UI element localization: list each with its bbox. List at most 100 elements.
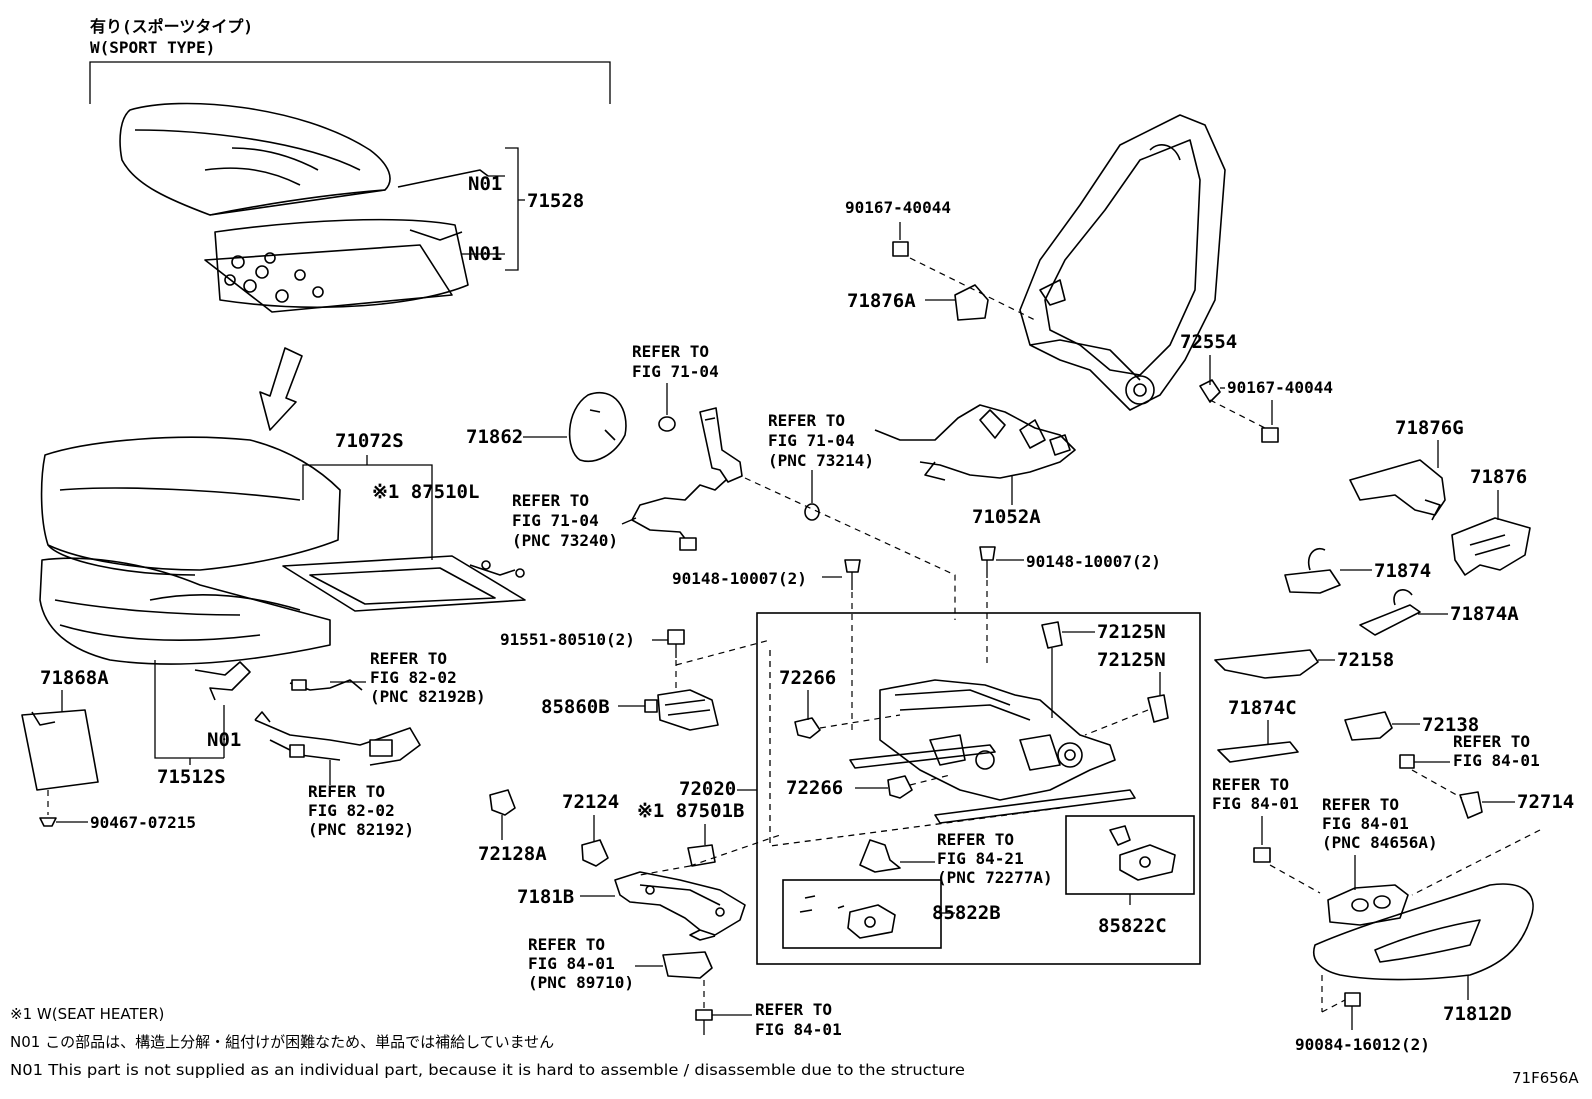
ref-bottom-line2: FIG 84-01 bbox=[755, 1020, 842, 1039]
part-71874c-drawing bbox=[1217, 741, 1299, 763]
part-89710-drawing bbox=[662, 951, 713, 979]
part-71874a-drawing bbox=[1359, 589, 1421, 636]
ref-82192b-line3: (PNC 82192B) bbox=[370, 687, 486, 706]
label-7181b: 7181B bbox=[517, 886, 574, 908]
buckle-wire-drawing bbox=[631, 479, 727, 546]
label-71876a: 71876A bbox=[847, 290, 916, 312]
ref-8401-b-line1: REFER TO bbox=[1212, 775, 1289, 794]
bolt-8401-b-drawing bbox=[1253, 847, 1271, 863]
label-72020: 72020 bbox=[679, 778, 736, 800]
bolt-90167-b-drawing bbox=[1261, 427, 1279, 443]
ref-89710-line2: FIG 84-01 bbox=[528, 954, 615, 973]
label-71512s: 71512S bbox=[157, 766, 226, 788]
part-71812d-drawing bbox=[1313, 883, 1534, 981]
label-90467: 90467-07215 bbox=[90, 813, 196, 832]
part-7181b-drawing bbox=[614, 871, 746, 941]
ref-73240-line2: FIG 71-04 bbox=[512, 511, 599, 530]
harness-82192-drawing bbox=[254, 711, 421, 766]
ref-73240-line3: (PNC 73240) bbox=[512, 531, 618, 550]
label-90167-b: 90167-40044 bbox=[1227, 378, 1333, 397]
label-71812d: 71812D bbox=[1443, 1003, 1512, 1025]
bracket-71512s bbox=[154, 660, 224, 759]
part-85860b-drawing bbox=[644, 689, 719, 731]
part-71876-drawing bbox=[1451, 517, 1531, 576]
part-72125n-b-drawing bbox=[1147, 694, 1169, 723]
sport-type-bracket bbox=[89, 61, 611, 104]
label-85822c: 85822C bbox=[1098, 915, 1167, 937]
label-85860b: 85860B bbox=[541, 696, 610, 718]
figure-id: 71F656A bbox=[1512, 1069, 1579, 1087]
label-87501b: ※1 87501B bbox=[637, 800, 744, 822]
seat-adjuster-drawing bbox=[849, 679, 1136, 824]
motor-85822b-drawing bbox=[799, 895, 896, 939]
label-72138: 72138 bbox=[1422, 714, 1479, 736]
ref-72277a-line1: REFER TO bbox=[937, 830, 1014, 849]
ref-73214-line1: REFER TO bbox=[768, 411, 845, 430]
bracket-72277a-drawing bbox=[859, 839, 901, 873]
part-72124-drawing bbox=[581, 839, 609, 867]
label-72714: 72714 bbox=[1517, 791, 1574, 813]
note-n01-jp: N01 この部品は、構造上分解・組付けが困難なため、単品では補給していません bbox=[10, 1033, 554, 1051]
label-72266-b: 72266 bbox=[786, 777, 843, 799]
box-85822b bbox=[782, 879, 942, 949]
ref-82192-line3: (PNC 82192) bbox=[308, 820, 414, 839]
label-72125n-a: 72125N bbox=[1097, 621, 1166, 643]
header-jp: 有り(スポーツタイプ) bbox=[90, 17, 253, 36]
bolt-90148-b-drawing bbox=[979, 546, 996, 561]
adjuster-box bbox=[756, 612, 1201, 965]
label-n01-c: N01 bbox=[207, 729, 241, 751]
note-seat-heater: ※1 W(SEAT HEATER) bbox=[10, 1005, 164, 1023]
part-71868a-drawing bbox=[21, 709, 99, 791]
part-87501b-drawing bbox=[687, 844, 716, 867]
label-n01-a: N01 bbox=[468, 173, 502, 195]
part-72158-drawing bbox=[1214, 649, 1319, 679]
switch-84656a-drawing bbox=[1327, 884, 1409, 926]
part-72266-a-drawing bbox=[794, 717, 821, 739]
ref-73214-line2: FIG 71-04 bbox=[768, 431, 855, 450]
part-71874-drawing bbox=[1284, 548, 1341, 594]
bracket-71528 bbox=[505, 147, 519, 271]
label-71874: 71874 bbox=[1374, 560, 1431, 582]
bolt-90084-drawing bbox=[1344, 992, 1361, 1007]
part-71876a-drawing bbox=[954, 284, 989, 321]
ref-89710-line3: (PNC 89710) bbox=[528, 973, 634, 992]
label-87510l: ※1 87510L bbox=[372, 481, 479, 503]
part-72138-drawing bbox=[1344, 711, 1393, 741]
part-72714-drawing bbox=[1459, 791, 1483, 819]
label-71874c: 71874C bbox=[1228, 697, 1297, 719]
label-90148-a: 90148-10007(2) bbox=[672, 569, 807, 588]
ref-82192-line1: REFER TO bbox=[308, 782, 385, 801]
header-en: W(SPORT TYPE) bbox=[90, 38, 215, 57]
bolt-90167-a-drawing bbox=[892, 241, 909, 257]
part-72128a-drawing bbox=[489, 789, 516, 816]
ref-84656a-line2: FIG 84-01 bbox=[1322, 814, 1409, 833]
ref-7104-line2: FIG 71-04 bbox=[632, 362, 719, 381]
motor-85822c-drawing bbox=[1109, 825, 1176, 881]
ref-72277a-line2: FIG 84-21 bbox=[937, 849, 1024, 868]
label-71868a: 71868A bbox=[40, 667, 109, 689]
label-72128a: 72128A bbox=[478, 843, 547, 865]
ref-73240-line1: REFER TO bbox=[512, 491, 589, 510]
seatback-frame-drawing bbox=[1019, 114, 1226, 411]
label-90084: 90084-16012(2) bbox=[1295, 1035, 1430, 1054]
seat-cushion-drawing bbox=[39, 436, 341, 665]
ref-8401-b-line2: FIG 84-01 bbox=[1212, 794, 1299, 813]
ref-89710-line1: REFER TO bbox=[528, 935, 605, 954]
part-71052a-drawing bbox=[874, 404, 1076, 481]
clip-90467-drawing bbox=[39, 817, 57, 827]
ref-bottom-line1: REFER TO bbox=[755, 1000, 832, 1019]
label-72266-a: 72266 bbox=[779, 667, 836, 689]
seat-heater-drawing bbox=[282, 555, 526, 612]
ref-8401-a-line1: REFER TO bbox=[1453, 732, 1530, 751]
bolt-bottom-drawing bbox=[695, 1009, 713, 1021]
part-71876g-drawing bbox=[1349, 459, 1446, 516]
label-72158: 72158 bbox=[1337, 649, 1394, 671]
ref-7104-line1: REFER TO bbox=[632, 342, 709, 361]
label-71876g: 71876G bbox=[1395, 417, 1464, 439]
label-90167-a: 90167-40044 bbox=[845, 198, 951, 217]
bolt-8401-a-drawing bbox=[1399, 754, 1415, 769]
part-72554-drawing bbox=[1199, 379, 1221, 403]
part-71862-drawing bbox=[568, 392, 627, 462]
grommet-drawing bbox=[658, 416, 676, 432]
